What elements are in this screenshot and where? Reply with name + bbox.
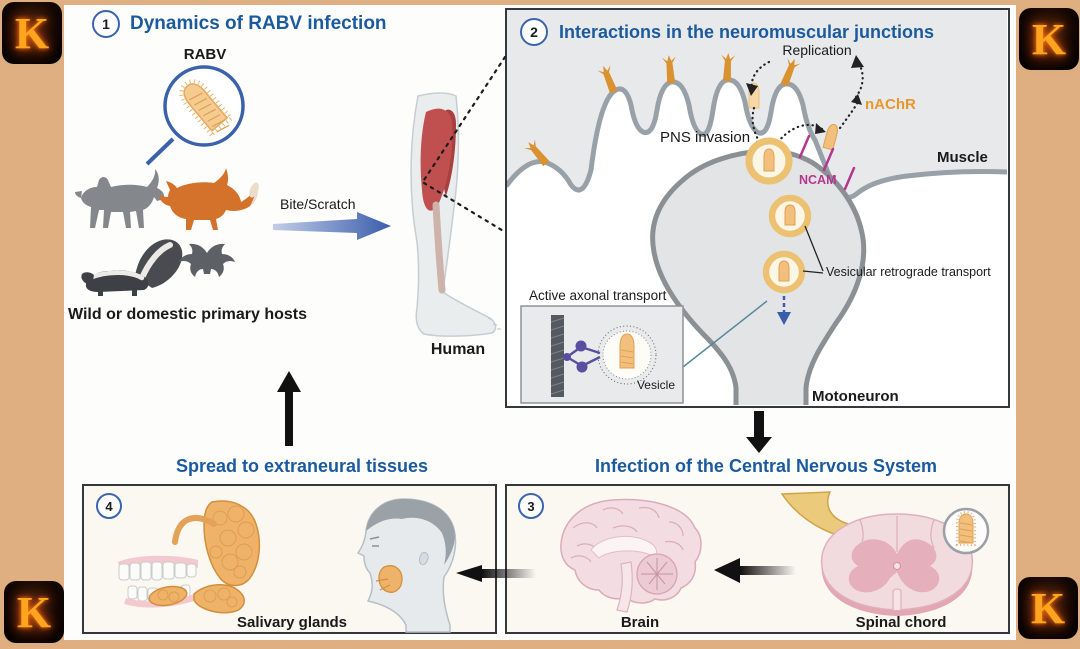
vesicle-label: Vesicle bbox=[636, 378, 675, 392]
fire-k-logo: K bbox=[2, 2, 62, 64]
fire-k-logo: K bbox=[4, 581, 64, 643]
panel-extraneural-spread: 4 Salivary glands bbox=[82, 484, 497, 634]
replication-label: Replication bbox=[782, 42, 852, 58]
label-pointer-lines bbox=[802, 225, 824, 274]
step-badge-1: 1 bbox=[92, 10, 120, 38]
pns-invasion-label: PNS invasion bbox=[660, 129, 751, 146]
vesicle-3 bbox=[762, 250, 806, 294]
bite-scratch-label: Bite/Scratch bbox=[280, 196, 356, 212]
fire-k-letter: K bbox=[14, 8, 50, 58]
fire-k-letter: K bbox=[16, 587, 52, 637]
microtubule-icon bbox=[551, 315, 564, 397]
fire-k-letter: K bbox=[1030, 583, 1066, 633]
human-label: Human bbox=[430, 341, 486, 358]
vesicle-2 bbox=[768, 194, 812, 238]
dynein-motor-icon bbox=[563, 340, 601, 373]
step-badge-3: 3 bbox=[518, 493, 544, 519]
vesicle-1 bbox=[745, 137, 793, 185]
fire-k-letter: K bbox=[1031, 14, 1067, 64]
arrowheads bbox=[746, 55, 864, 151]
panel4-title: Spread to extraneural tissues bbox=[175, 456, 429, 476]
axonal-transport-label: Active axonal transport bbox=[529, 288, 667, 303]
muscle-label: Muscle bbox=[937, 149, 988, 166]
step-badge-2: 2 bbox=[520, 18, 548, 46]
hosts-label: Wild or domestic primary hosts bbox=[68, 306, 308, 323]
nachr-label: nAChR bbox=[865, 96, 916, 113]
vesicular-transport-label: Vesicular retrograde transport bbox=[826, 265, 991, 279]
virus-path-arrows bbox=[750, 60, 864, 148]
muscle-membrane bbox=[507, 77, 1007, 201]
inset-pointer-line bbox=[682, 300, 768, 368]
virus-particle-muscle bbox=[748, 82, 760, 109]
panel3-title: Infection of the Central Nervous System bbox=[594, 456, 938, 476]
panel1-title: Dynamics of RABV infection bbox=[130, 13, 387, 34]
neuromuscular-junction-art bbox=[507, 10, 1007, 405]
rabv-label: RABV bbox=[183, 46, 227, 63]
panel-neuromuscular-junction: 2 Interactions in the neuromuscular junc… bbox=[505, 8, 1010, 408]
panel-cns-infection: 3 Brain Spinal chord bbox=[505, 484, 1010, 634]
fire-k-logo: K bbox=[1019, 8, 1079, 70]
motoneuron-label: Motoneuron bbox=[812, 388, 899, 405]
panel2-title: Interactions in the neuromuscular juncti… bbox=[559, 22, 935, 42]
brain-label: Brain bbox=[620, 614, 660, 631]
spinal-chord-label: Spinal chord bbox=[855, 614, 947, 631]
step-badge-4: 4 bbox=[96, 493, 122, 519]
nachr-receptor-icons bbox=[524, 53, 801, 167]
ncam-label: NCAM bbox=[799, 173, 837, 187]
fire-k-logo: K bbox=[1018, 577, 1078, 639]
vesicle-inset-icon bbox=[597, 325, 657, 385]
salivary-glands-label: Salivary glands bbox=[236, 614, 348, 631]
virus-particle-cleft bbox=[822, 123, 838, 151]
